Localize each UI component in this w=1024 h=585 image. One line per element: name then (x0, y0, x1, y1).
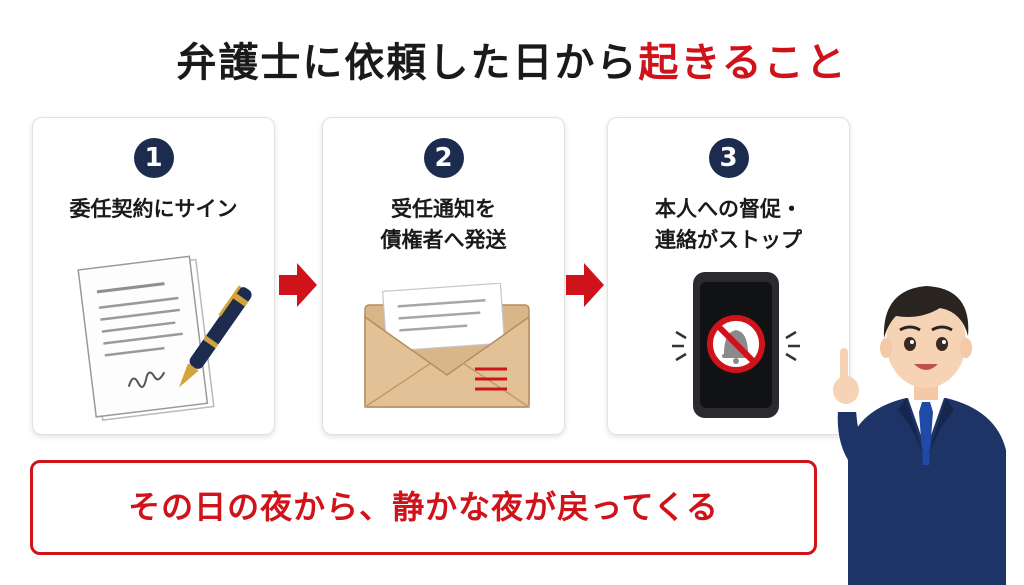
arrow-right-icon (279, 263, 317, 307)
step-number-3: 3 (708, 138, 749, 178)
step-number-2: 2 (423, 138, 464, 178)
contract-pen-icon (77, 255, 252, 421)
step-number-1: 1 (133, 138, 174, 178)
step-1-line-1: 委任契約にサイン (69, 197, 238, 221)
step-3-line-2: 連絡がストップ (655, 228, 802, 252)
envelope-icon (364, 283, 530, 408)
step-card-1: 1 委任契約にサイン (32, 117, 275, 435)
step-3-line-1: 本人への督促・ (655, 197, 802, 221)
page-title: 弁護士に依頼した日から起きること (0, 30, 1024, 88)
step-2-line-1: 受任通知を (391, 197, 496, 221)
banner-text: その日の夜から、静かな夜が戻ってくる (128, 488, 719, 526)
arrow-right-icon (566, 263, 604, 307)
phone-muted-bell-icon (672, 272, 800, 418)
step-text-3: 本人への督促・ 連絡がストップ (608, 194, 849, 256)
lawyer-character-icon (833, 286, 1006, 585)
step-card-2: 2 受任通知を 債権者へ発送 (322, 117, 565, 435)
title-main: 弁護士に依頼した日から (176, 40, 639, 86)
step-text-1: 委任契約にサイン (33, 194, 274, 225)
step-text-2: 受任通知を 債権者へ発送 (323, 194, 564, 256)
step-2-line-2: 債権者へ発送 (380, 228, 507, 252)
step-card-3: 3 本人への督促・ 連絡がストップ (607, 117, 850, 435)
conclusion-banner: その日の夜から、静かな夜が戻ってくる (30, 460, 817, 555)
title-accent: 起きること (638, 40, 848, 86)
